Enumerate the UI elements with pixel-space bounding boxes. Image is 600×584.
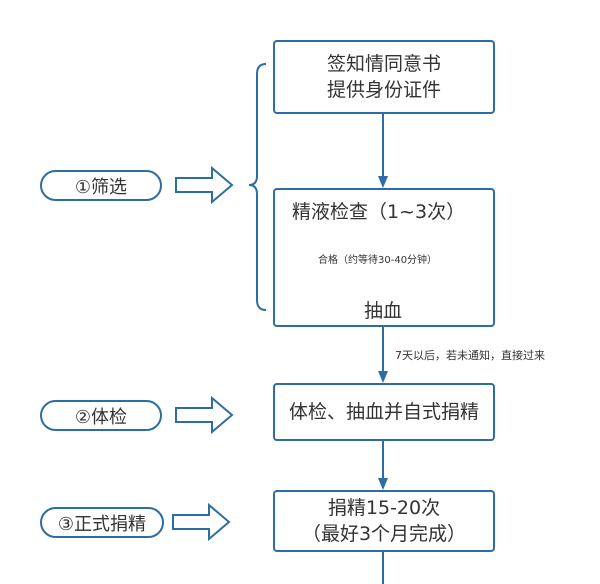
step-box-consent: 签知情同意书 提供身份证件 (273, 40, 495, 114)
step-text: 提供身份证件 (326, 79, 441, 101)
arrowhead-screening-to-exam (378, 371, 388, 383)
step-text: 体检、抽血并自式捐精 (288, 401, 479, 423)
arrowhead-exam-to-donation (378, 478, 388, 490)
stage-label: ①筛选 (74, 176, 128, 198)
stage-label: ③正式捐精 (57, 513, 147, 535)
step-text: 签知情同意书 (326, 53, 441, 75)
hollow-arrow-icon-stage-3 (172, 502, 231, 542)
arrowhead-consent-to-screening (378, 176, 388, 188)
hollow-arrow-icon-stage-1 (175, 165, 234, 205)
step-box-screening (273, 188, 495, 327)
step-box-exam: 体检、抽血并自式捐精 (273, 383, 495, 441)
stage-label: ②体检 (74, 406, 128, 428)
curly-brace-icon (248, 63, 267, 311)
step-text: （最好3个月完成） (301, 523, 467, 545)
hollow-arrow-icon-stage-2 (175, 395, 234, 435)
step-text-blood-draw: 抽血 (364, 300, 403, 322)
step-text: 捐精15-20次 (327, 497, 441, 519)
stage-pill-exam: ②体检 (40, 400, 162, 431)
step-text-semen-test: 精液检查（1~3次） (292, 201, 466, 223)
wait-note: 7天以后，若未通知，直接过来 (395, 349, 545, 362)
step-box-donation: 捐精15-20次 （最好3个月完成） (273, 490, 495, 552)
transition-label-qualified: 合格（约等待30-40分钟） (318, 255, 438, 266)
stage-pill-donation: ③正式捐精 (40, 507, 164, 538)
stage-pill-screening: ①筛选 (40, 170, 162, 201)
